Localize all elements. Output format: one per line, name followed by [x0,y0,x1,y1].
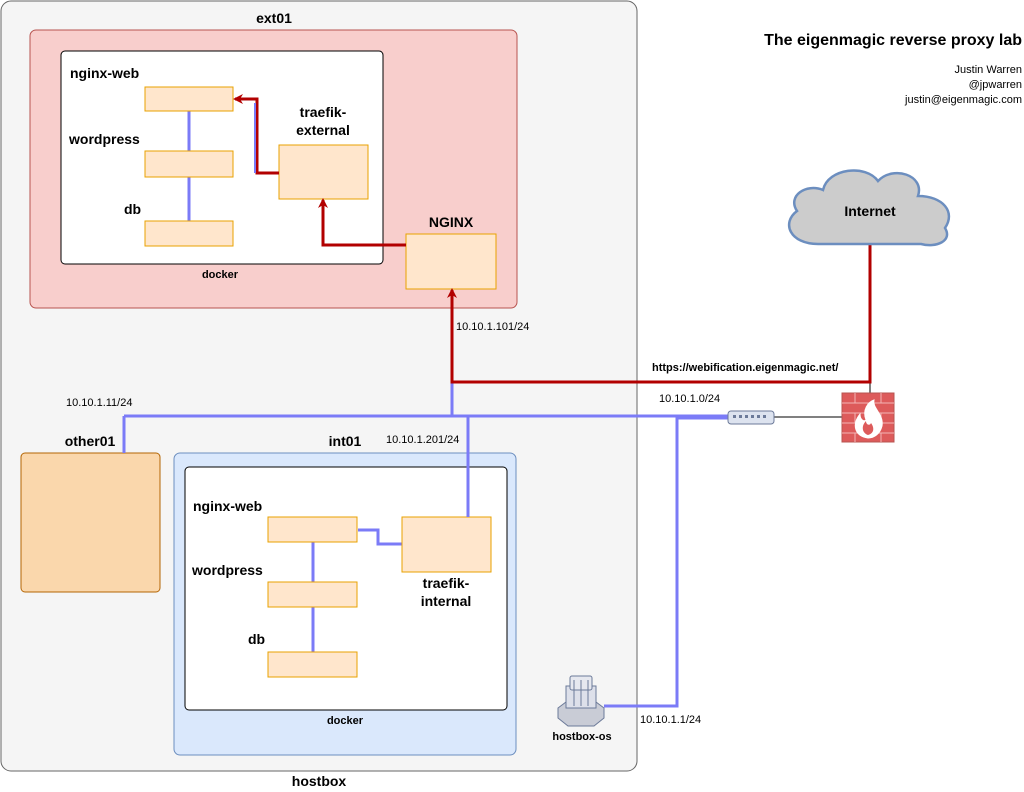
network-switch-icon [727,410,775,425]
int01-label: int01 [329,433,362,449]
int01-wordpress-container [267,581,358,608]
author-name: Justin Warren [955,64,1022,76]
traefik-to-nginx-web-arrow [233,94,279,175]
other01-ip-label: 10.10.1.11/24 [66,397,132,409]
internet-label: Internet [844,203,896,219]
ext01-db-container [144,220,234,247]
nginx-proxy-container [405,233,497,290]
int01-wordpress-label: wordpress [191,562,263,578]
int01-web-traefik-link [358,528,402,546]
int01-db-container [267,651,358,678]
ext01-nginx-web-label: nginx-web [70,65,139,81]
traefik-external-container [278,144,369,200]
author-handle: @jpwarren [969,79,1022,91]
hostbox-os-ip-label: 10.10.1.1/24 [640,714,701,726]
hostbox-label: hostbox [292,773,347,789]
public-url-label: https://webification.eigenmagic.net/ [652,362,838,374]
author-email: justin@eigenmagic.com [904,94,1022,106]
traefik-internal-container [401,516,492,573]
ext01-db-label: db [124,201,141,217]
other01-label: other01 [65,433,116,449]
int01-ip-label: 10.10.1.201/24 [386,434,459,446]
hostbox-os-link [604,416,728,708]
traefik-internal-label-line1: traefik- [423,575,470,591]
ext01-ip-label: 10.10.1.101/24 [456,321,529,333]
firewall-icon [841,392,895,443]
nginx-to-traefik-arrow [318,198,406,247]
int01-db-label: db [248,631,265,647]
int01-docker-label: docker [327,715,364,727]
nginx-proxy-label: NGINX [429,214,474,230]
ext01-wordpress-label: wordpress [68,131,140,147]
diagram-title: The eigenmagic reverse proxy lab [764,32,1022,49]
int01-nginx-web-label: nginx-web [193,498,262,514]
traefik-external-label-line1: traefik- [300,104,347,120]
ext01-wordpress-container [144,150,234,178]
traefik-external-label-line2: external [296,122,350,138]
int01-nginx-web-container [267,516,358,543]
network-label: 10.10.1.0/24 [659,393,720,405]
ext01-docker-label: docker [202,269,239,281]
ext01-label: ext01 [256,10,292,26]
ext01-nginx-web-container [144,86,234,112]
hostbox-os-server-icon [557,675,605,727]
internet-to-nginx-path [447,244,872,384]
internet-cloud [787,169,951,247]
other01-host [20,452,161,593]
traefik-internal-label-line2: internal [421,593,472,609]
hostbox-os-label: hostbox-os [552,731,611,743]
